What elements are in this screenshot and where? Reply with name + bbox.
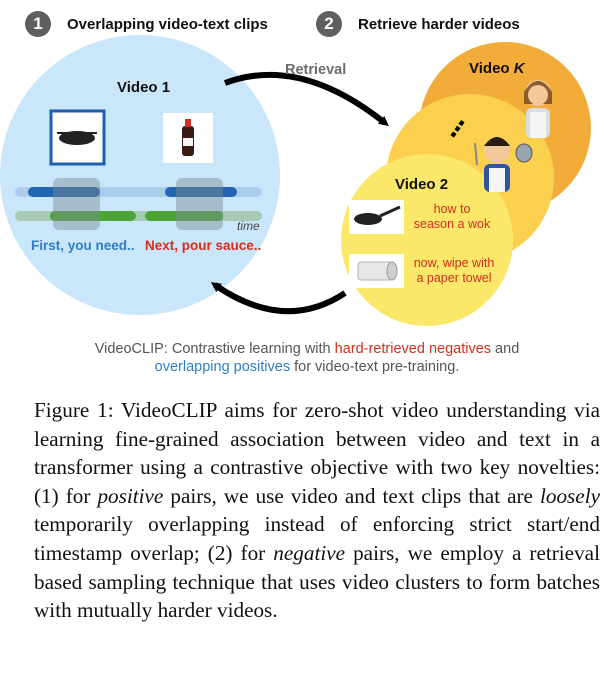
retrieval-label: Retrieval xyxy=(285,62,347,78)
video2-clip-1-line2: season a wok xyxy=(413,217,491,231)
paper-figure-caption: Figure 1: VideoCLIP aims for zero-shot v… xyxy=(34,396,600,625)
caption-part-3: for video-text pre-training. xyxy=(290,359,460,375)
text-clip-1: First, you need.. xyxy=(31,238,135,253)
caption-text-3: temporarily overlapping instead of enfor… xyxy=(34,512,600,565)
video1-title: Video 1 xyxy=(117,79,171,96)
step-2-label: Retrieve harder videos xyxy=(358,16,520,33)
video2-clip-2-text: now, wipe with a paper towel xyxy=(407,256,501,286)
caption-hard-negatives: hard-retrieved negatives xyxy=(334,341,492,357)
retrieval-arrow xyxy=(223,71,389,127)
video2-clip-2-line1: now, wipe with xyxy=(413,256,495,270)
wok-icon xyxy=(59,131,95,145)
chef-woman-icon xyxy=(524,80,552,138)
text-clip-bar-2 xyxy=(145,211,223,221)
video2-clip-1-text: how to season a wok xyxy=(412,202,492,232)
videoK-title-var: K xyxy=(513,60,525,77)
step-1-badge: 1 xyxy=(25,11,51,37)
step-1-label: Overlapping video-text clips xyxy=(67,16,268,33)
video2-clip-2-line2: a paper towel xyxy=(416,271,492,285)
video2-clip-1-line1: how to xyxy=(433,202,471,216)
text-clip-2: Next, pour sauce.. xyxy=(145,238,262,253)
figure-diagram: 1 Overlapping video-text clips 2 Retriev… xyxy=(0,11,614,375)
caption-overlapping-positives: overlapping positives xyxy=(154,359,291,375)
videoK-title: Video K xyxy=(469,60,525,77)
figure-caption-line-1: VideoCLIP: Contrastive learning with har… xyxy=(0,341,614,357)
video2-title: Video 2 xyxy=(395,176,449,193)
step-2-badge: 2 xyxy=(316,11,342,37)
pan-icon xyxy=(354,213,382,225)
caption-text-2: pairs, we use video and text clips that … xyxy=(163,483,540,508)
video1-circle xyxy=(0,35,280,315)
return-arrow xyxy=(210,282,347,315)
video-clip-bar-1 xyxy=(28,187,100,197)
video-clip-bar-2 xyxy=(165,187,237,197)
caption-emph-positive: positive xyxy=(97,483,164,508)
caption-part-2: and xyxy=(491,341,520,357)
figure-graphics xyxy=(0,35,591,326)
chef-boy-icon xyxy=(474,137,533,192)
caption-text-1: Figure 1: VideoCLIP aims for zero-shot v… xyxy=(34,398,600,508)
caption-text-4: pairs, we employ a retrieval based sampl… xyxy=(34,540,600,623)
time-label: time xyxy=(237,219,260,233)
text-clip-bar-1 xyxy=(50,211,136,221)
caption-emph-negative: negative xyxy=(273,540,346,565)
caption-emph-loosely: loosely xyxy=(539,483,600,508)
videoK-title-prefix: Video xyxy=(469,60,514,77)
caption-part-1: VideoCLIP: Contrastive learning with xyxy=(94,341,335,357)
figure-caption-line-2: overlapping positives for video-text pre… xyxy=(0,359,614,375)
overlap-highlight-2 xyxy=(176,178,223,230)
overlap-highlight-1 xyxy=(53,178,100,230)
